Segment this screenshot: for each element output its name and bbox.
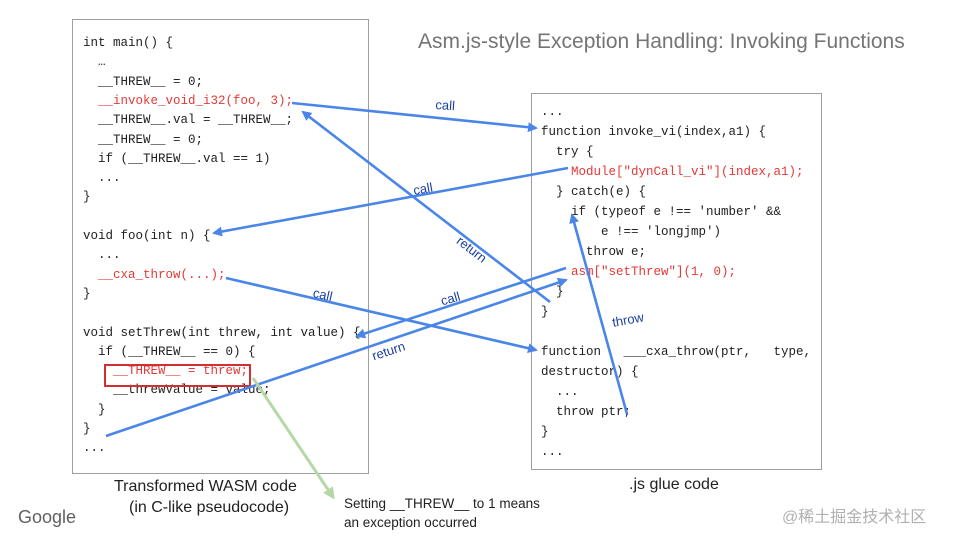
- code-line: } catch(e) {: [541, 185, 647, 199]
- js-glue-code-panel: [531, 93, 822, 470]
- wasm-caption-line1: Transformed WASM code: [114, 478, 297, 495]
- js-caption: .js glue code: [629, 476, 719, 493]
- wasm-caption-line2: (in C-like pseudocode): [129, 499, 290, 516]
- code-line: __THREW__ = threw;: [83, 364, 249, 379]
- code-line: ...: [541, 385, 579, 399]
- code-line: __cxa_throw(...);: [83, 267, 226, 282]
- code-line: destructor) {: [541, 365, 639, 379]
- code-line: throw ptr;: [541, 405, 632, 419]
- code-line: try {: [541, 145, 594, 159]
- code-line: }: [83, 402, 106, 417]
- code-line: __THREW__ = 0;: [83, 74, 204, 89]
- code-line: }: [83, 286, 91, 301]
- slide-title: Asm.js-style Exception Handling: Invokin…: [418, 30, 905, 53]
- code-line: asm["setThrew"](1, 0);: [541, 265, 737, 279]
- call-arrow-cxa-throw: [225, 276, 538, 354]
- code-line: ...: [83, 248, 121, 263]
- call-label-1: call: [434, 97, 456, 114]
- code-line: ...: [541, 105, 564, 119]
- code-line: }: [541, 285, 564, 299]
- code-line: if (__THREW__.val == 1): [83, 151, 271, 166]
- code-line: }: [541, 305, 549, 319]
- code-line: ...: [83, 171, 121, 186]
- google-logo: Google: [18, 507, 77, 527]
- code-line: }: [541, 425, 549, 439]
- code-line: function invoke_vi(index,a1) {: [541, 125, 767, 139]
- juejin-watermark: @稀土掘金技术社区: [782, 509, 927, 526]
- code-line: __THREW__ = 0;: [83, 132, 204, 147]
- threw-note-line1: Setting __THREW__ to 1 means: [344, 496, 540, 511]
- code-line: e !== 'longjmp'): [541, 225, 722, 239]
- call-arrow-setthrew: [355, 266, 567, 339]
- throw-arrow: [569, 213, 629, 415]
- code-line: }: [83, 422, 91, 436]
- call-arrow-foo: [212, 166, 569, 237]
- return-arrow-invoke: [301, 110, 551, 304]
- code-line: int main() {: [83, 36, 174, 50]
- code-line: ...: [541, 445, 564, 459]
- code-line: throw e;: [541, 245, 647, 259]
- code-line: void foo(int n) {: [83, 229, 211, 243]
- code-line: __invoke_void_i32(foo, 3);: [83, 93, 294, 108]
- code-line: …: [83, 55, 106, 70]
- code-line: __THREW__.val = __THREW__;: [83, 113, 294, 128]
- code-line: ...: [83, 441, 106, 456]
- code-line: }: [83, 190, 91, 205]
- return-arrow-setthrew: [105, 277, 568, 438]
- code-line: Module["dynCall_vi"](index,a1);: [541, 165, 804, 179]
- threw-note-line2: an exception occurred: [344, 515, 477, 530]
- code-line: if (__THREW__ == 0) {: [83, 344, 256, 359]
- note-pointer-arrow: [251, 377, 335, 500]
- code-line: function ___cxa_throw(ptr, type,: [541, 345, 812, 359]
- code-line: void setThrew(int threw, int value) {: [83, 325, 361, 340]
- call-arrow-invoke: [291, 101, 538, 133]
- threw-assignment-highlight: [104, 364, 251, 387]
